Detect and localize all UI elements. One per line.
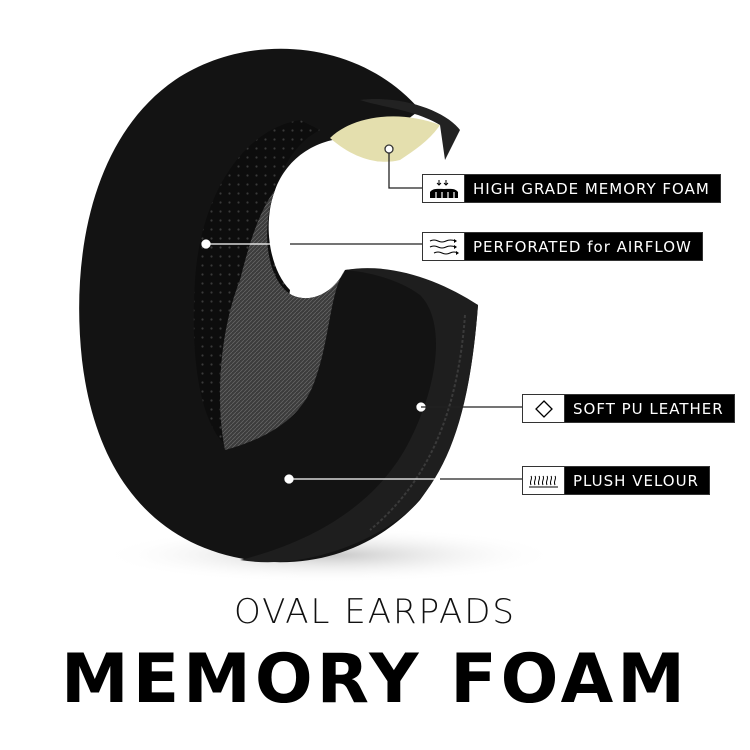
memory-foam-icon [423,175,465,202]
velour-icon [523,467,565,494]
headline-subtitle: OVAL EARPADS [234,592,516,632]
leather-band [240,268,478,563]
label-pu-leather: SOFT PU LEATHER [522,394,735,423]
airflow-icon [423,233,465,260]
diamond-icon [523,395,565,422]
label-text: PERFORATED for AIRFLOW [473,237,692,256]
label-plush-velour: PLUSH VELOUR [522,466,710,495]
earpad-product-image [79,48,560,583]
label-memory-foam: HIGH GRADE MEMORY FOAM [422,174,721,203]
headline-title: MEMORY FOAM [61,640,689,719]
label-perforated: PERFORATED for AIRFLOW [422,232,703,261]
label-text: SOFT PU LEATHER [573,399,724,418]
label-text: PLUSH VELOUR [573,471,699,490]
mesh-fabric [220,190,345,450]
label-text: HIGH GRADE MEMORY FOAM [473,179,710,198]
memory-foam-section [330,116,440,162]
